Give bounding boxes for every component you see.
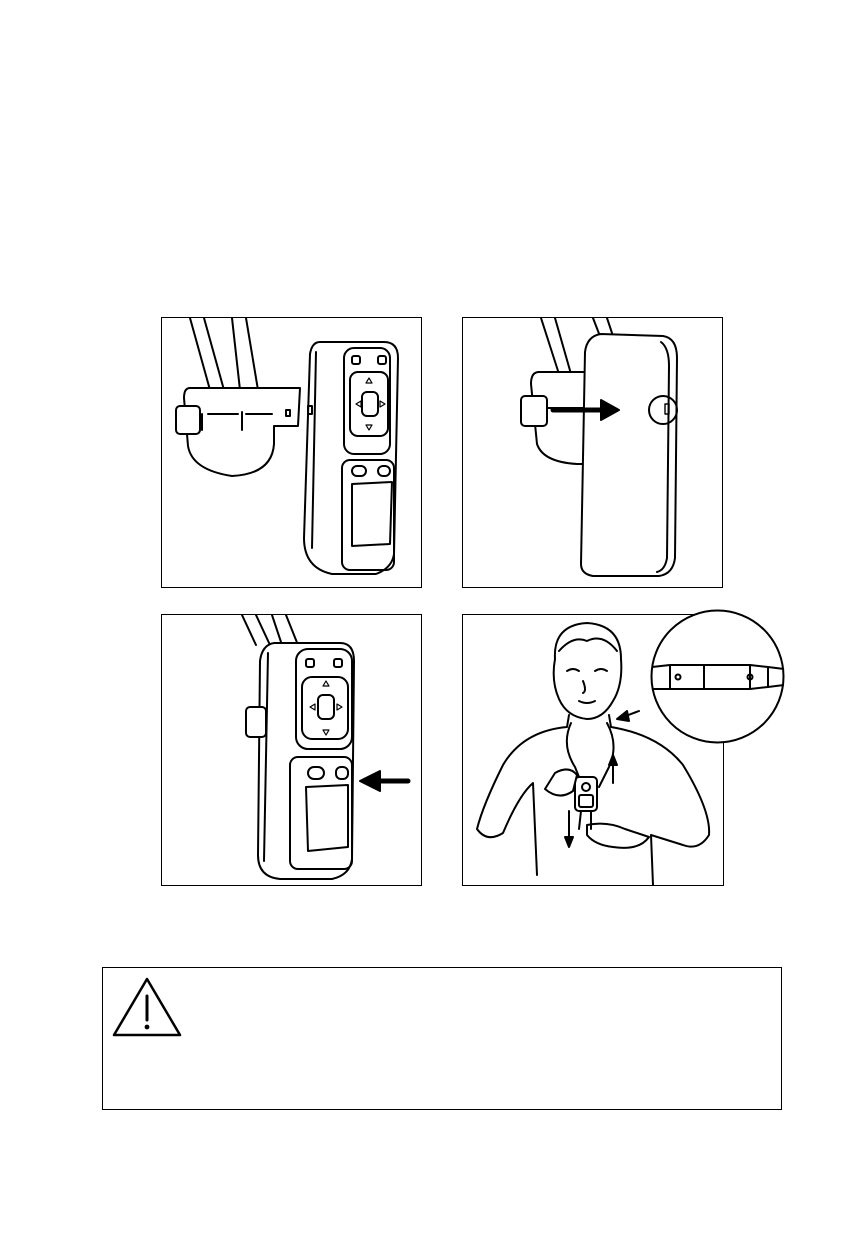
illustration-attach-device (161, 317, 422, 588)
device-drawing (162, 318, 422, 588)
illustration-slide-device (462, 317, 723, 588)
device-back-drawing (463, 318, 723, 588)
zoom-detail-circle (650, 609, 785, 744)
warning-triangle-icon (111, 976, 183, 1038)
illustration-device-attached (161, 614, 422, 886)
attached-device-drawing (162, 615, 422, 886)
warning-box (102, 967, 782, 1110)
